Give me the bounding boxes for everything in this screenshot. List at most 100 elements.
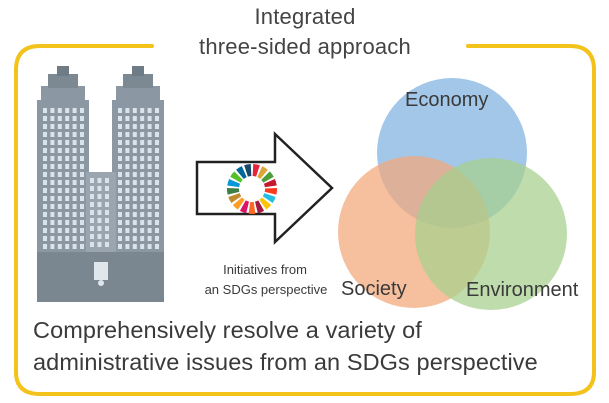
building-window: [125, 180, 130, 185]
building-window: [80, 188, 84, 193]
building-window: [65, 212, 70, 217]
building-window: [90, 234, 94, 239]
building-window: [97, 218, 102, 223]
building-window: [155, 196, 159, 201]
building-window: [132, 116, 137, 121]
building-window: [43, 148, 47, 153]
building-window: [140, 236, 145, 241]
building-window: [50, 212, 55, 217]
building-window: [97, 210, 102, 215]
building-window: [155, 148, 159, 153]
initiative-arrow: [195, 131, 334, 245]
building-window: [147, 196, 152, 201]
building-window: [155, 212, 159, 217]
environment-circle: [415, 158, 567, 310]
summary-line-1: Comprehensively resolve a variety of: [33, 317, 422, 343]
building-window: [65, 172, 70, 177]
building-window: [57, 148, 62, 153]
building-window: [57, 132, 62, 137]
building-window: [155, 228, 159, 233]
building-window: [147, 188, 152, 193]
building-window: [140, 108, 145, 113]
building-window: [72, 164, 77, 169]
building-window: [125, 156, 130, 161]
building-window: [80, 140, 84, 145]
building-window: [57, 116, 62, 121]
building-window: [105, 210, 109, 215]
building-window: [80, 148, 84, 153]
building-window: [90, 202, 94, 207]
building-window: [50, 164, 55, 169]
building-window: [140, 188, 145, 193]
building-window: [65, 220, 70, 225]
building-window: [72, 204, 77, 209]
building-window: [80, 172, 84, 177]
sdg-wheel-segment: [227, 178, 241, 188]
building-window: [50, 196, 55, 201]
building-window: [80, 212, 84, 217]
building-window: [90, 218, 94, 223]
building-window: [50, 236, 55, 241]
building-window: [118, 132, 122, 137]
building-window: [43, 132, 47, 137]
building-window: [72, 244, 77, 249]
building-window: [140, 124, 145, 129]
building-window: [43, 228, 47, 233]
building-window: [118, 156, 122, 161]
building-window: [43, 164, 47, 169]
building-window: [147, 244, 152, 249]
building-window: [155, 164, 159, 169]
economy-label: Economy: [405, 89, 489, 111]
building-window: [50, 132, 55, 137]
sdg-wheel-segment: [239, 200, 249, 214]
sdg-wheel-segment: [264, 187, 277, 195]
building-window: [105, 234, 109, 239]
building-window: [125, 236, 130, 241]
building-window: [118, 196, 122, 201]
sdg-wheel-segment: [262, 193, 276, 204]
society-label: Society: [341, 278, 407, 300]
building-window: [43, 108, 47, 113]
building-window: [90, 210, 94, 215]
building-window: [132, 140, 137, 145]
building-window: [65, 244, 70, 249]
building-window: [105, 194, 109, 199]
building-window: [155, 156, 159, 161]
building-window: [140, 164, 145, 169]
building-window: [155, 116, 159, 121]
building-window: [118, 124, 122, 129]
building-window: [65, 196, 70, 201]
building-window: [147, 220, 152, 225]
building-window: [65, 236, 70, 241]
building-window: [140, 244, 145, 249]
building-window: [50, 220, 55, 225]
building-window: [65, 140, 70, 145]
building-window: [43, 204, 47, 209]
building-window: [132, 164, 137, 169]
building-window: [147, 132, 152, 137]
building-window: [90, 194, 94, 199]
building-window: [72, 108, 77, 113]
building-window: [97, 234, 102, 239]
building-window: [155, 220, 159, 225]
building-window: [80, 196, 84, 201]
building-window: [72, 132, 77, 137]
building-window: [43, 212, 47, 217]
building-window: [118, 220, 122, 225]
building-window: [43, 244, 47, 249]
building-window: [72, 236, 77, 241]
building-window: [80, 180, 84, 185]
building-window: [97, 242, 102, 247]
building-window: [155, 180, 159, 185]
arrow-note-line-1: Initiatives from: [223, 262, 307, 277]
building-window: [132, 236, 137, 241]
building-window: [155, 188, 159, 193]
building-window: [125, 140, 130, 145]
building-window: [72, 172, 77, 177]
building-window: [118, 244, 122, 249]
building-window: [155, 172, 159, 177]
building-window: [57, 244, 62, 249]
building-window: [72, 212, 77, 217]
